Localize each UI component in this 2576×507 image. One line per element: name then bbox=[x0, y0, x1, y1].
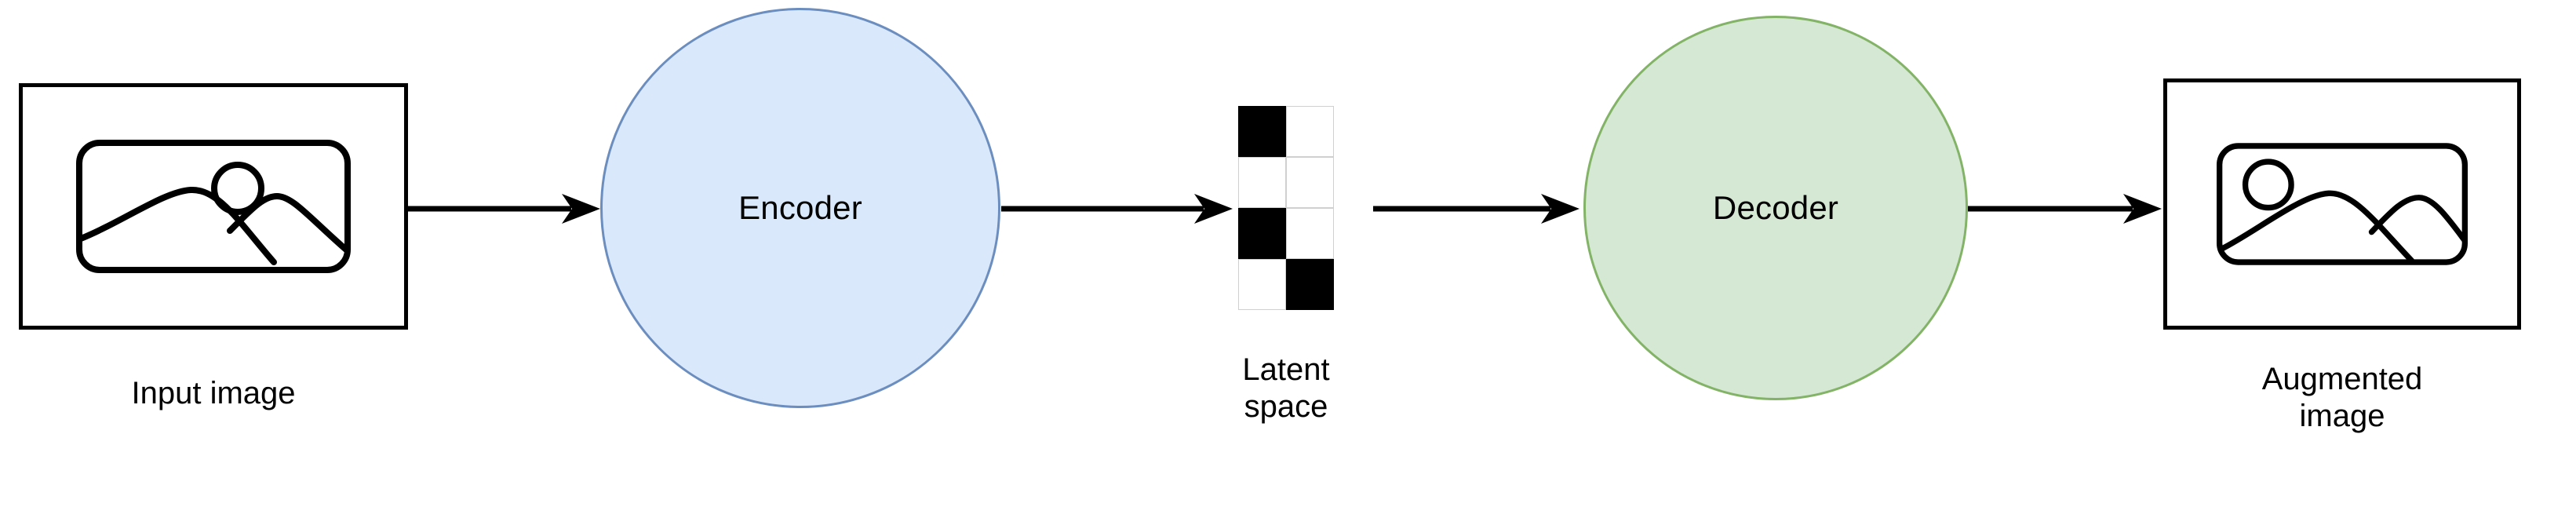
augmented-image-caption: Augmented image bbox=[2261, 362, 2423, 434]
latent-cell-r0-c0 bbox=[1238, 106, 1286, 157]
input-image-box[interactable] bbox=[19, 83, 408, 330]
picture-icon bbox=[76, 140, 351, 273]
latent-space-caption: Latent space bbox=[1242, 352, 1330, 425]
input-image-caption: Input image bbox=[131, 376, 296, 410]
arrow-latent-to-decoder bbox=[1373, 188, 1583, 229]
decoder-circle[interactable]: Decoder bbox=[1583, 16, 1968, 400]
latent-cell-r2-c1 bbox=[1286, 208, 1334, 259]
decoder-label: Decoder bbox=[1712, 189, 1839, 226]
latent-space-grid[interactable] bbox=[1238, 106, 1334, 310]
arrow-input-to-encoder bbox=[408, 188, 604, 229]
latent-cell-r3-c0 bbox=[1238, 259, 1286, 310]
latent-cell-r3-c1 bbox=[1286, 259, 1334, 310]
encoder-label: Encoder bbox=[738, 189, 862, 226]
latent-cell-r1-c0 bbox=[1238, 157, 1286, 208]
augmented-image-box[interactable] bbox=[2163, 78, 2521, 330]
picture-icon bbox=[2217, 143, 2468, 265]
latent-cell-r2-c0 bbox=[1238, 208, 1286, 259]
arrow-encoder-to-latent bbox=[1001, 188, 1237, 229]
latent-cell-r0-c1 bbox=[1286, 106, 1334, 157]
arrow-decoder-to-output bbox=[1968, 188, 2166, 229]
encoder-circle[interactable]: Encoder bbox=[600, 8, 1000, 408]
latent-cell-r1-c1 bbox=[1286, 157, 1334, 208]
